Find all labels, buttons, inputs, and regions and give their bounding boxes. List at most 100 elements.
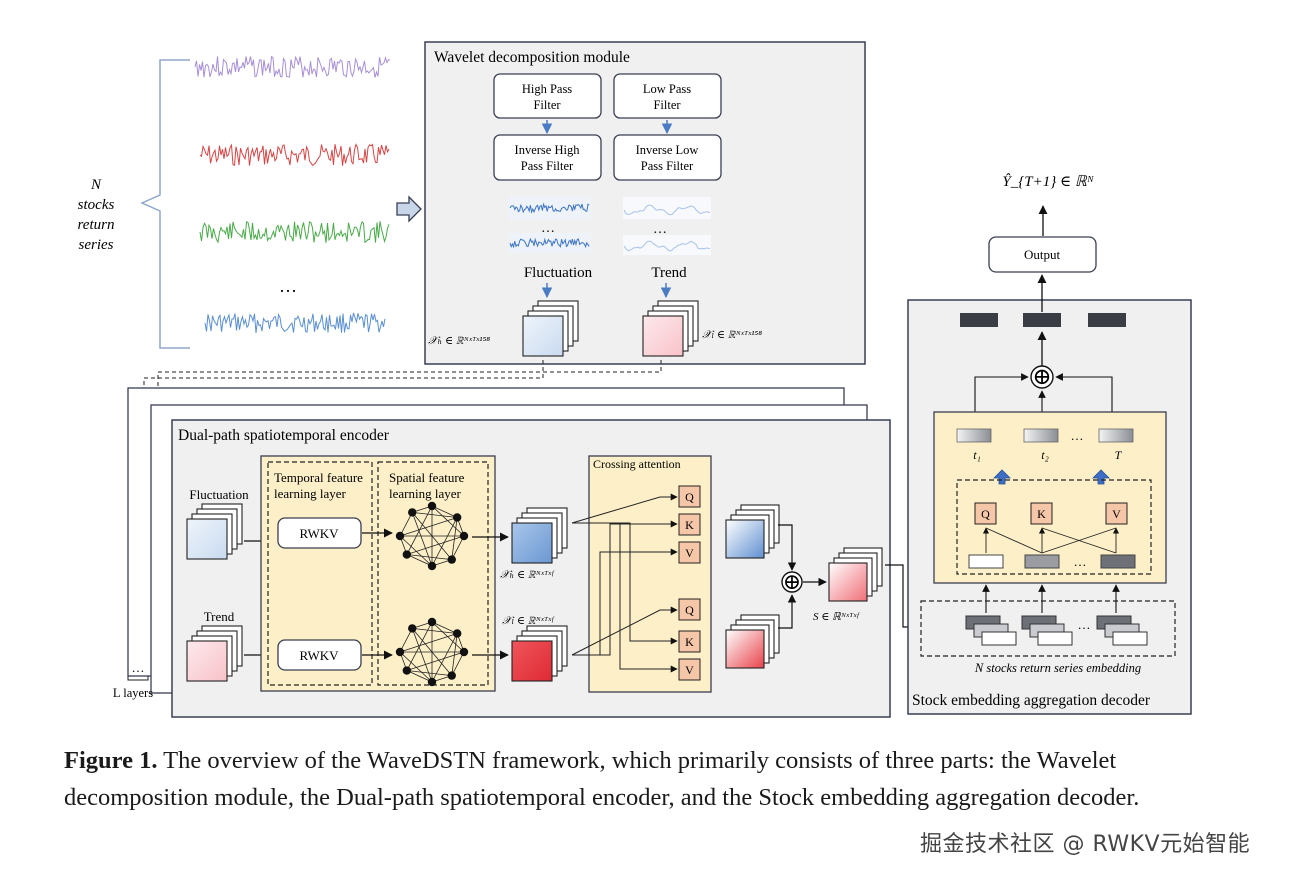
graph-edge (399, 628, 413, 653)
t1-to-plus (974, 373, 1029, 426)
graph-node (427, 501, 437, 511)
top-q-label: Q (685, 490, 694, 504)
dec-k-label: K (1037, 507, 1046, 521)
tT-label: T (1115, 448, 1123, 462)
inverse-low-line-1: Inverse Low (636, 143, 699, 157)
graph-node (459, 647, 469, 657)
self-attention-dashed (956, 479, 1152, 575)
bottom-v-label: V (685, 663, 694, 677)
embedding-stack-1 (965, 615, 1017, 646)
bottom-out-to-plus (778, 594, 797, 629)
wavelet-xh-label: 𝒳ₕ ∈ ℝᴺˣᵀˣ¹⁵⁸ (428, 335, 490, 347)
attention-out-bottom-cube (725, 614, 780, 669)
graph-edge (412, 628, 458, 634)
bottom-v-box (678, 658, 701, 681)
t2-label: t₂ (1041, 448, 1049, 462)
output-box (988, 236, 1097, 273)
inverse-high-line-2: Pass Filter (521, 159, 574, 173)
inverse-low-line-2: Pass Filter (641, 159, 694, 173)
low-signal-1 (623, 204, 711, 216)
dec-k-box (1030, 502, 1053, 525)
series-wave-green (199, 220, 390, 244)
wavelet-title: Wavelet decomposition module (434, 49, 630, 66)
decoder-plus-circle (1030, 365, 1054, 389)
dec-v-label: V (1112, 507, 1121, 521)
encoder-xl-label: 𝒳ₗ ∈ ℝᴺˣᵀˣᶠ (502, 615, 555, 627)
graph-edge (411, 628, 453, 676)
temporal-layer-dashed (267, 461, 373, 686)
wavelet-trend-label: Trend (651, 265, 687, 281)
dec-in-bar-1 (968, 554, 1004, 569)
graph-node (459, 531, 469, 541)
encoder-plus: ⊕ (783, 569, 801, 594)
series-dots: … (279, 276, 297, 296)
rwkv-bottom-label: RWKV (300, 648, 340, 663)
embedding-dots: … (1078, 617, 1091, 632)
tT-up-arrow (1092, 469, 1110, 485)
graph-node (402, 550, 412, 559)
inverse-high-pass-box (493, 134, 602, 181)
low-pass-line-2: Filter (653, 98, 681, 112)
rwkv-top-box (277, 517, 362, 549)
crossing-wiring (571, 493, 678, 673)
cube-front (186, 640, 228, 682)
dec-in-bar-3 (1100, 554, 1136, 569)
caption-bold: Figure 1. (64, 747, 158, 774)
graph-node (427, 561, 437, 571)
spatial-layer-line-1: Spatial feature (389, 470, 465, 485)
embedding-label: N stocks return series embedding (974, 661, 1141, 675)
graph-edge (451, 633, 458, 676)
layers-dots: … (132, 660, 145, 675)
low-pass-filter-box (613, 73, 722, 119)
bottom-q-label: Q (685, 603, 694, 617)
graph-edge (406, 670, 452, 676)
fluct-dashed-link (143, 360, 544, 545)
graph-node (452, 629, 462, 638)
graph-node (408, 624, 417, 633)
graph-edge (411, 512, 433, 567)
graph-edge (411, 628, 433, 683)
dec-in-bar-2 (1024, 554, 1060, 569)
spatial-graph-bottom (395, 617, 469, 687)
top-v-label: V (685, 546, 694, 560)
high-signal-1 (509, 202, 590, 214)
graph-edge (399, 651, 433, 683)
encoder-fluctuation-label: Fluctuation (189, 487, 249, 502)
top-out-to-plus (778, 524, 797, 571)
wavelet-xh-cube (522, 300, 579, 357)
tT-to-plus (1055, 373, 1113, 426)
encoder-trend-cube (186, 625, 243, 682)
dec-q-label: Q (981, 507, 990, 521)
high-signal-dots: … (541, 221, 555, 236)
self-attention-wiring (982, 527, 1120, 554)
low-signal-dots: … (653, 222, 667, 237)
top-v-box (678, 541, 701, 564)
embedding-dashed-box (920, 600, 1176, 657)
layers-label: L layers (113, 686, 153, 700)
decoder-module: Stock embedding aggregation decoder Ŷ_{T… (907, 173, 1192, 715)
top-k-label: K (685, 518, 694, 532)
encoder-fluct-cube (186, 503, 243, 560)
high-pass-line-1: High Pass (522, 82, 572, 96)
cube-front (522, 315, 564, 357)
embedding-stack-3 (1096, 615, 1148, 646)
series-label-line-3: return (78, 217, 115, 233)
graph-edge (406, 554, 433, 567)
graph-edge (412, 512, 458, 518)
rwkv-bottom-box (277, 639, 362, 671)
rwkv-top-label: RWKV (300, 526, 340, 541)
figure-caption: Figure 1. The overview of the WaveDSTN f… (64, 742, 1254, 816)
decoder-out-bar-2 (1023, 313, 1061, 327)
top-qkv-group: Q K V (678, 485, 701, 564)
encoder-trend-label: Trend (204, 609, 235, 624)
wavelet-fluctuation-label: Fluctuation (524, 265, 593, 281)
prediction-label: Ŷ_{T+1} ∈ ℝᴺ (1002, 173, 1094, 190)
top-k-box (678, 513, 701, 536)
top-q-box (678, 485, 701, 508)
graph-edge (399, 535, 433, 567)
cube-front (725, 519, 765, 559)
spatial-graph-top (395, 501, 469, 571)
output-label: Output (1024, 247, 1061, 262)
spatial-layer-line-2: learning layer (389, 486, 461, 501)
